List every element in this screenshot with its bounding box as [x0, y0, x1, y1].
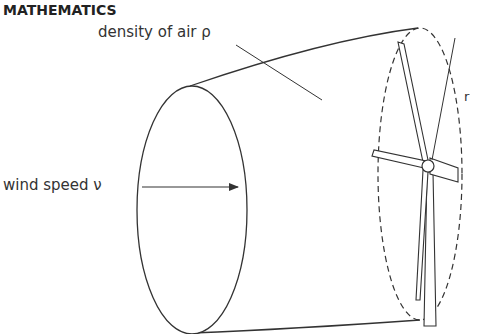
quantity-label: wind speed ν — [3, 177, 102, 194]
turbine-blade — [398, 42, 428, 162]
rotor-hub — [422, 160, 434, 172]
turbine-blade — [416, 170, 428, 300]
turbine-blade — [372, 150, 426, 168]
quantity-label: density of air ρ — [98, 24, 211, 41]
section-heading: MATHEMATICS — [3, 3, 117, 18]
wind-arrow — [142, 186, 238, 187]
radius-line — [432, 38, 455, 160]
tube-inlet — [137, 86, 247, 334]
nacelle — [430, 158, 458, 182]
dimension-label: r — [464, 90, 469, 104]
tube-bottom-edge — [192, 320, 420, 333]
rotor-disc — [378, 28, 462, 320]
tube-top-edge — [190, 28, 418, 86]
leader-line — [236, 45, 322, 100]
